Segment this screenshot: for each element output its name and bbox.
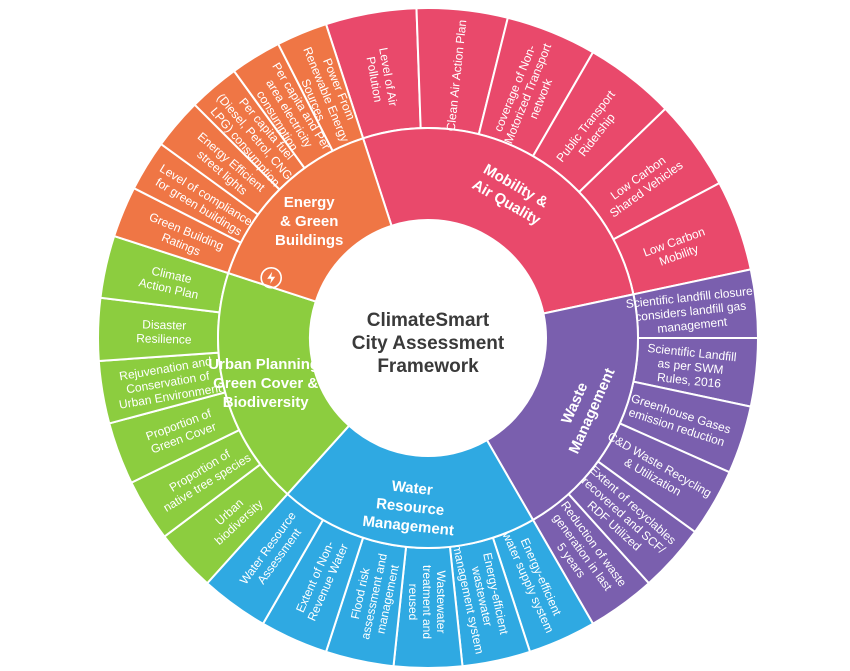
- indicator-label-line: treatment and: [420, 565, 434, 639]
- category-label-line: Energy: [284, 194, 336, 211]
- indicator-label-line: Rules, 2016: [656, 370, 721, 391]
- segments-layer: [97, 7, 760, 669]
- center-title: ClimateSmart City Assessment Framework: [352, 310, 505, 377]
- renewable-energy-icon: [260, 266, 283, 289]
- indicator-label-line: Disaster: [142, 317, 186, 332]
- indicator-label-line: Resilience: [136, 331, 192, 346]
- category-label-line: Water: [391, 478, 434, 499]
- indicator-label-line: Wastewater: [434, 571, 448, 634]
- category-segment: [227, 137, 393, 303]
- category-label-line: Green Cover &: [213, 375, 318, 392]
- center-hub: [310, 220, 546, 456]
- category-label-line: & Green: [280, 213, 338, 230]
- center-title-line-2: City Assessment: [352, 333, 505, 354]
- category-label: Urban Planning, Green Cover & Biodiversity: [208, 356, 323, 411]
- category-label-line: Biodiversity: [223, 394, 310, 411]
- category-label-line: Buildings: [275, 232, 343, 249]
- center-title-line-3: Framework: [377, 356, 479, 377]
- indicator-label-line: reused: [406, 584, 420, 621]
- category-label-line: Urban Planning,: [208, 356, 323, 373]
- center-title-line-1: ClimateSmart: [367, 310, 490, 331]
- indicator-label-line: as per SWM: [657, 356, 724, 377]
